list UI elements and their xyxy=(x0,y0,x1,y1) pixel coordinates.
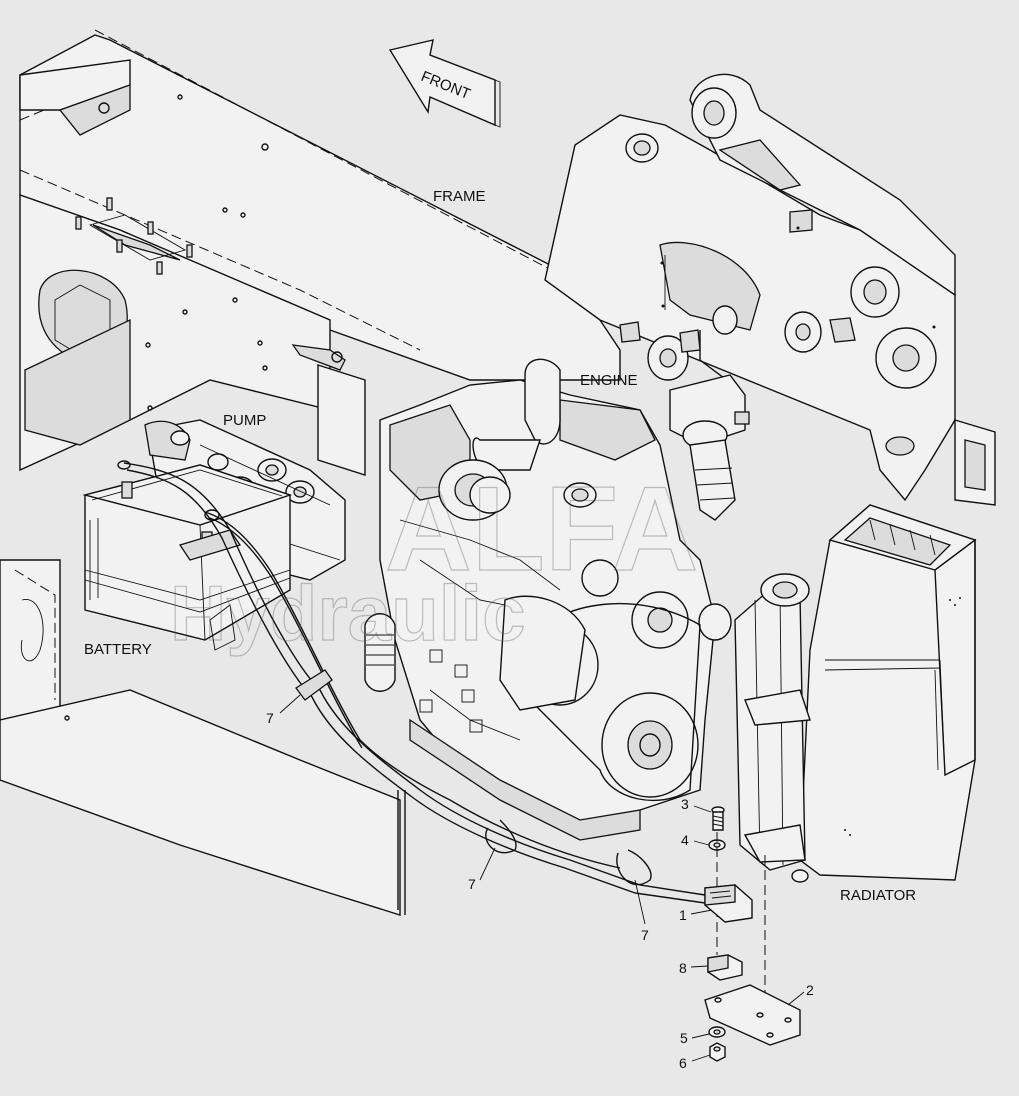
engine-label: ENGINE xyxy=(580,372,638,389)
svg-text:ALFA: ALFA xyxy=(385,462,698,596)
callout-8: 8 xyxy=(679,960,687,976)
battery-label: BATTERY xyxy=(84,641,152,658)
clip-part-8 xyxy=(707,954,743,981)
radiator-part xyxy=(734,504,977,1010)
battery-part xyxy=(82,464,293,651)
hardware-parts xyxy=(704,806,801,1062)
connector-part-1 xyxy=(704,884,753,923)
callout-1: 1 xyxy=(679,907,687,923)
callout-4: 4 xyxy=(681,832,689,848)
radiator-label: RADIATOR xyxy=(840,887,916,904)
callout-7-left: 7 xyxy=(266,710,274,726)
front-arrow: FRONT xyxy=(388,39,501,128)
engine-part xyxy=(364,358,750,841)
frame-holes xyxy=(64,94,269,721)
callout-7-right: 7 xyxy=(641,927,649,943)
callout-5: 5 xyxy=(680,1030,688,1046)
bracket-part-2 xyxy=(704,984,801,1046)
frame-part xyxy=(0,29,996,916)
nut-part-6 xyxy=(709,1042,726,1062)
frame-bushings xyxy=(625,87,937,456)
svg-text:Hydraulic: Hydraulic xyxy=(170,569,525,657)
frame-label: FRAME xyxy=(433,188,486,205)
callout-3: 3 xyxy=(681,796,689,812)
bolt-part-3 xyxy=(711,806,725,831)
battery-cables xyxy=(117,460,706,904)
pump-label: PUMP xyxy=(223,412,266,429)
leader-lines xyxy=(279,694,805,1062)
callout-6: 6 xyxy=(679,1055,687,1071)
watermark-logo: ALFA Hydraulic xyxy=(169,461,699,657)
callout-7-middle: 7 xyxy=(468,876,476,892)
callout-2: 2 xyxy=(806,982,814,998)
